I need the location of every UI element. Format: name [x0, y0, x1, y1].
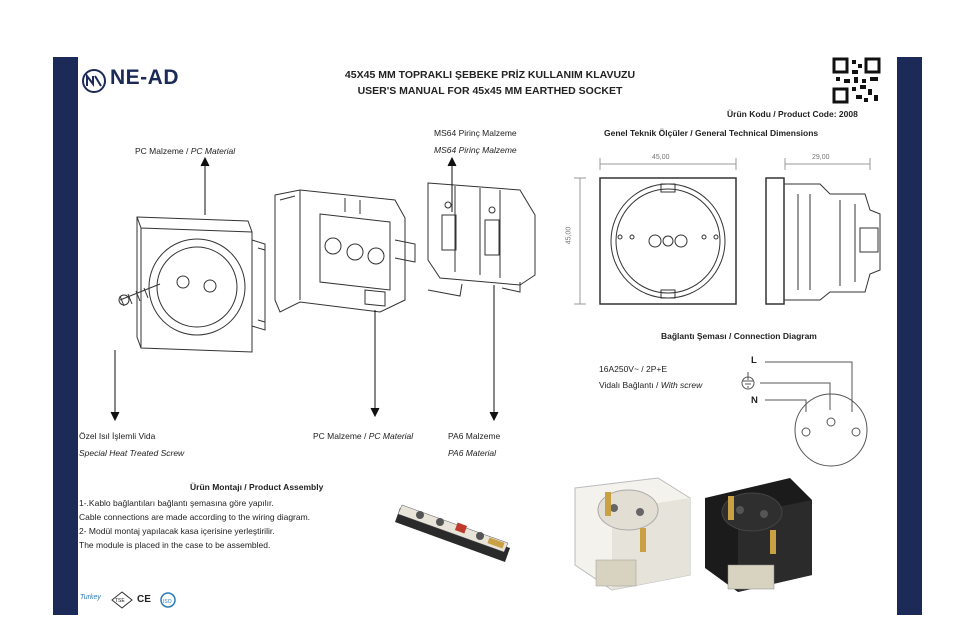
nead-logo-icon — [82, 69, 106, 93]
black-socket-photo — [705, 478, 812, 592]
pc-frame-drawing — [274, 189, 416, 313]
connection-rating: 16A250V~ / 2P+E — [599, 364, 668, 374]
assembly-step2-tr: 2- Modül montaj yapılacak kasa içerisine… — [79, 526, 275, 536]
wiring-diagram-drawing — [741, 361, 868, 467]
label-neutral: N — [751, 395, 758, 406]
label-ms64-en: MS64 Pirinç Malzeme — [434, 145, 517, 155]
leader-arrows — [110, 156, 499, 422]
left-sidebar-bar — [53, 57, 78, 615]
label-pc-material-top: PC Malzeme / PC Material — [135, 146, 236, 156]
assembly-step1-en: Cable connections are made according to … — [79, 512, 311, 522]
brand-logo-text: NE-AD — [110, 66, 179, 89]
label-pc-material-bottom: PC Malzeme / PC Material — [313, 431, 414, 441]
dim-depth: 29,00 — [812, 154, 830, 161]
dim-width: 45,00 — [652, 154, 670, 161]
label-screw-en: Special Heat Treated Screw — [79, 448, 185, 458]
white-socket-photo — [574, 477, 691, 591]
right-sidebar-bar — [897, 57, 922, 615]
product-code: Ürün Kodu / Product Code: 2008 — [727, 109, 858, 119]
socket-front-drawing — [118, 216, 266, 353]
tse-logo-text: TSE — [115, 598, 125, 604]
assembly-heading: Ürün Montajı / Product Assembly — [190, 482, 324, 492]
label-pa6-en: PA6 Material — [448, 448, 497, 458]
label-line: L — [751, 355, 757, 366]
dim-height: 45,00 — [565, 226, 573, 245]
label-screw-tr: Özel Isıl İşlemli Vida — [79, 431, 156, 441]
iso-logo-text: ISO — [163, 599, 172, 605]
front-view-dimension-drawing — [574, 158, 737, 305]
connection-heading: Bağlantı Şeması / Connection Diagram — [661, 331, 817, 341]
pa6-module-drawing — [427, 182, 536, 297]
qr-code-icon — [832, 57, 881, 104]
ce-mark: CE — [137, 594, 151, 605]
dimensions-heading: Genel Teknik Ölçüler / General Technical… — [604, 128, 819, 138]
title-english: USER'S MANUAL FOR 45x45 MM EARTHED SOCKE… — [357, 85, 623, 97]
turkey-logo-text: Turkey — [80, 594, 101, 601]
module-strip-photo — [395, 504, 510, 562]
label-ms64-tr: MS64 Pirinç Malzeme — [434, 128, 517, 138]
connection-screw-label: Vidalı Bağlantı / With screw — [599, 380, 703, 390]
label-pa6-tr: PA6 Malzeme — [448, 431, 501, 441]
assembly-step1-tr: 1-.Kablo bağlantıları bağlantı şemasına … — [79, 498, 274, 508]
side-view-dimension-drawing — [765, 158, 881, 305]
title-turkish: 45X45 MM TOPRAKLI ŞEBEKE PRİZ KULLANIM K… — [344, 69, 636, 81]
assembly-step2-en: The module is placed in the case to be a… — [79, 540, 271, 550]
